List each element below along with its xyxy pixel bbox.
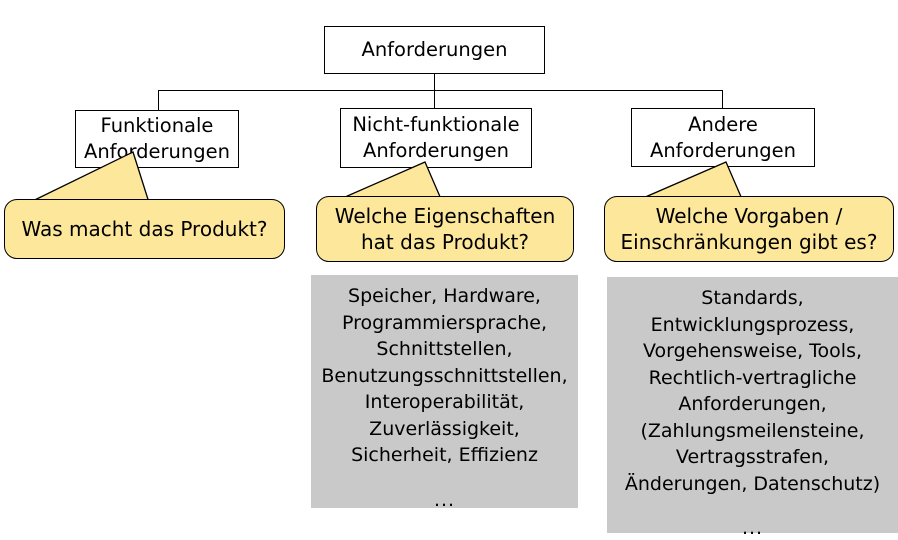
node-nicht-funktionale-label-line2: Anforderungen	[362, 139, 509, 162]
connector-root-stem	[434, 74, 436, 91]
node-anforderungen[interactable]: Anforderungen	[324, 26, 545, 74]
panel-line: Entwicklungsprozess,	[650, 313, 855, 336]
panel-line: Programmiersprache,	[341, 311, 548, 334]
node-anforderungen-label: Anforderungen	[361, 38, 508, 62]
panel-nicht-funktionale-beispiele: Speicher, Hardware, Programmiersprache, Sc…	[311, 275, 578, 511]
panel-line: Benutzungsschnittstellen,	[321, 364, 568, 387]
panel-line: Vorgehensweise, Tools,	[642, 340, 863, 362]
panel-ellipsis: ...	[433, 488, 456, 511]
panel-line: Zuverlässigkeit,	[369, 417, 520, 440]
connector-drop-nichtfunktionale	[434, 90, 436, 109]
callout-funktionale[interactable]: Was macht das Produkt?	[4, 199, 285, 259]
panel-line: Speicher, Hardware,	[348, 285, 541, 307]
panel-line: Änderungen, Datenschutz)	[624, 472, 881, 495]
callout-nicht-funktionale-line2: hat das Produkt?	[361, 230, 529, 254]
node-funktionale-label-line1: Funktionale	[100, 114, 214, 138]
callout-nicht-funktionale-line1: Welche Eigenschaften	[334, 204, 556, 228]
panel-line: Schnittstellen,	[376, 338, 513, 360]
callout-andere-text: Welche Vorgaben /Einschränkungen gibt es…	[611, 203, 888, 255]
connector-drop-andere	[722, 90, 724, 109]
callout-andere-line2: Einschränkungen gibt es?	[620, 230, 878, 254]
callout-funktionale-text: Was macht das Produkt?	[21, 217, 268, 241]
panel-line: Sicherheit, Effizienz	[351, 444, 538, 466]
callout-andere[interactable]: Welche Vorgaben /Einschränkungen gibt es…	[604, 196, 894, 262]
node-andere-label-line2: Anforderungen	[649, 138, 796, 162]
node-nicht-funktionale-label-line1: Nicht-funktionale	[352, 113, 520, 137]
node-funktionale-label-line2: Anforderungen	[83, 140, 230, 163]
node-andere-label-line1: Andere	[688, 112, 758, 136]
panel-andere-beispiele: Standards, Entwicklungsprozess, Vorgehensw…	[607, 277, 898, 539]
connector-drop-funktionale	[158, 90, 160, 111]
panel-line: Standards,	[701, 287, 804, 309]
callout-andere-line1: Welche Vorgaben /	[655, 204, 843, 228]
connector-horizontal-bus	[158, 90, 723, 92]
panel-ellipsis: ...	[741, 517, 764, 539]
panel-line: Vertragsstrafen,	[675, 446, 830, 468]
panel-line: Anforderungen,	[678, 393, 827, 415]
panel-line: (Zahlungsmeilensteine,	[640, 419, 865, 442]
panel-line: Interoperabilität,	[364, 391, 525, 413]
panel-line: Rechtlich-vertragliche	[648, 366, 857, 389]
